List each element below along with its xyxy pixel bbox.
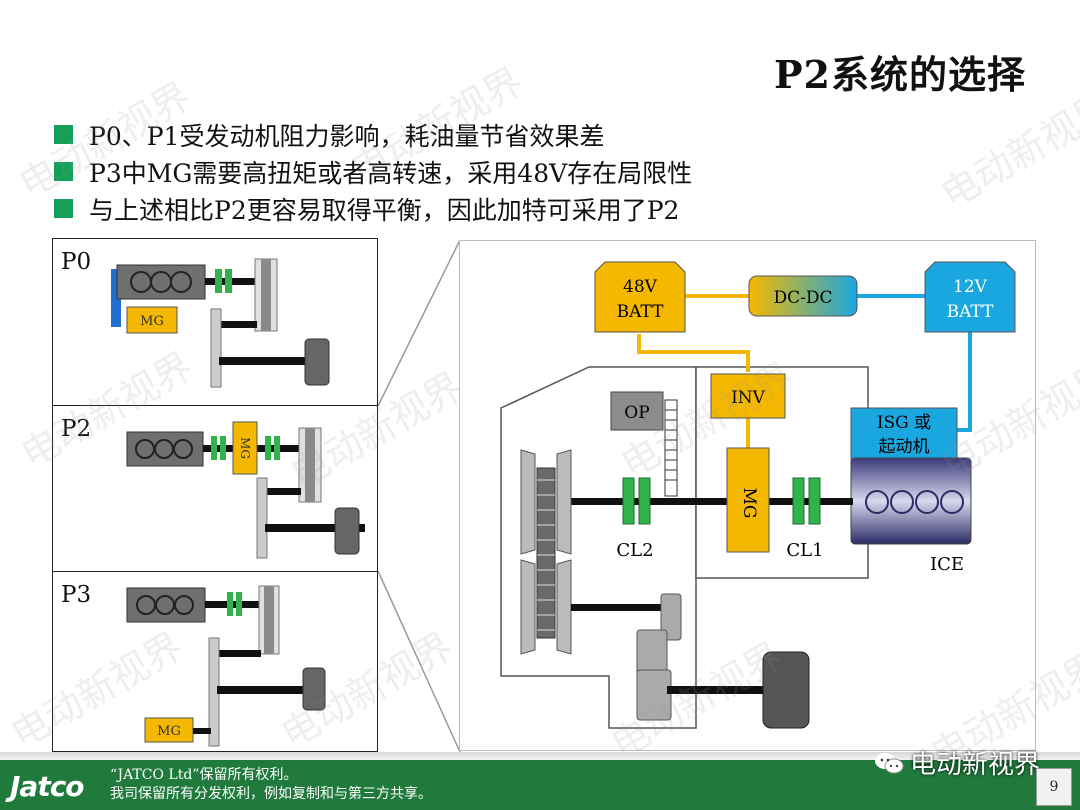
- wheel-icon: [762, 651, 810, 729]
- bullet-square-icon: [54, 199, 73, 218]
- gear-icon: [636, 669, 672, 721]
- motor-generator: [726, 447, 770, 553]
- wheel-icon: [304, 338, 330, 386]
- clutch-cl2-label: CL2: [616, 540, 653, 561]
- battery-48v-label: 48V: [623, 277, 658, 297]
- panel-p3: P3 MG: [52, 571, 378, 752]
- cvt-belt: [536, 467, 556, 639]
- copyright-line: 我司保留所有分发权利，例如复制和与第三方共享。: [110, 786, 432, 802]
- battery-48v-icon: [594, 261, 686, 333]
- wheel-icon: [302, 667, 326, 711]
- gear-icon: [660, 593, 682, 641]
- clutch-cl1-label: CL1: [786, 540, 823, 561]
- bullet-list: P0、P1受发动机阻力影响，耗油量节省效果差 P3中MG需要高扭矩或者高转速，采…: [54, 116, 692, 227]
- engine-icon: [126, 431, 204, 467]
- mg-icon: [232, 421, 258, 475]
- gear-icon: [636, 629, 668, 677]
- mg-icon: [126, 306, 178, 334]
- mg-label: MG: [157, 724, 181, 739]
- p3-diagram: MG: [126, 585, 326, 747]
- isg-starter: [850, 407, 958, 461]
- mg-label: MG: [739, 488, 759, 519]
- bullet-square-icon: [54, 162, 73, 181]
- copyright-text: “JATCO Ltd”保留所有权利。 我司保留所有分发权利，例如复制和与第三方共…: [110, 766, 432, 804]
- bullet-square-icon: [54, 125, 73, 144]
- battery-48v-label: BATT: [617, 302, 664, 322]
- clutch-cl2-icon: [622, 477, 635, 525]
- p2-detail-diagram: 48V BATT DC-DC 12V BATT INV ISG 或 起动机 IC…: [459, 240, 1036, 751]
- inverter-label: INV: [731, 388, 766, 408]
- dcdc-converter: [748, 275, 858, 317]
- oil-pump: [610, 391, 664, 431]
- clutch-cl1-icon: [792, 477, 805, 525]
- panel-label-p3: P3: [61, 582, 92, 608]
- oil-pump-label: OP: [624, 403, 649, 423]
- panel-p2: P2 MG: [52, 405, 378, 572]
- isg-label: 起动机: [879, 437, 930, 457]
- cvt-pulley: [520, 449, 536, 555]
- copyright-line: “JATCO Ltd”保留所有权利。: [110, 767, 298, 783]
- footer-stripe: [0, 752, 1080, 760]
- wechat-account-name: 电动新视界: [909, 750, 1040, 780]
- bullet-item: P0、P1受发动机阻力影响，耗油量节省效果差: [54, 116, 692, 153]
- mg-label: MG: [238, 437, 252, 459]
- oil-pump-chain: [664, 399, 678, 497]
- bullet-text: 与上述相比P2更容易取得平衡，因此加特可采用了P2: [89, 195, 680, 225]
- bullet-item: 与上述相比P2更容易取得平衡，因此加特可采用了P2: [54, 190, 692, 227]
- battery-12v-label: 12V: [953, 277, 988, 297]
- jatco-logo: Jatco: [10, 770, 85, 803]
- slide-title: P2系统的选择: [773, 52, 1026, 97]
- ice-engine-icon: [850, 457, 972, 545]
- bullet-text: P0、P1受发动机阻力影响，耗油量节省效果差: [89, 121, 605, 151]
- panel-label-p2: P2: [61, 416, 92, 442]
- panel-p0: P0 MG: [52, 238, 378, 406]
- mg-icon: [144, 717, 194, 743]
- battery-12v-icon: [924, 261, 1016, 333]
- mg-label: MG: [140, 314, 164, 329]
- page-number: 9: [1036, 768, 1072, 806]
- belt-icon: [111, 269, 121, 327]
- dcdc-label: DC-DC: [773, 288, 832, 308]
- battery-12v-label: BATT: [947, 302, 994, 322]
- wechat-icon: [874, 752, 904, 773]
- wheel-icon: [334, 507, 360, 555]
- inverter: [710, 373, 786, 419]
- p2-diagram: MG: [126, 421, 365, 559]
- wechat-account: 电动新视界: [874, 744, 1040, 781]
- bullet-text: P3中MG需要高扭矩或者高转速，采用48V存在局限性: [89, 158, 693, 188]
- ice-label: ICE: [930, 554, 964, 575]
- isg-label: ISG 或: [877, 413, 931, 433]
- bullet-item: P3中MG需要高扭矩或者高转速，采用48V存在局限性: [54, 153, 692, 190]
- panel-label-p0: P0: [61, 249, 92, 275]
- p0-diagram: MG: [111, 258, 330, 388]
